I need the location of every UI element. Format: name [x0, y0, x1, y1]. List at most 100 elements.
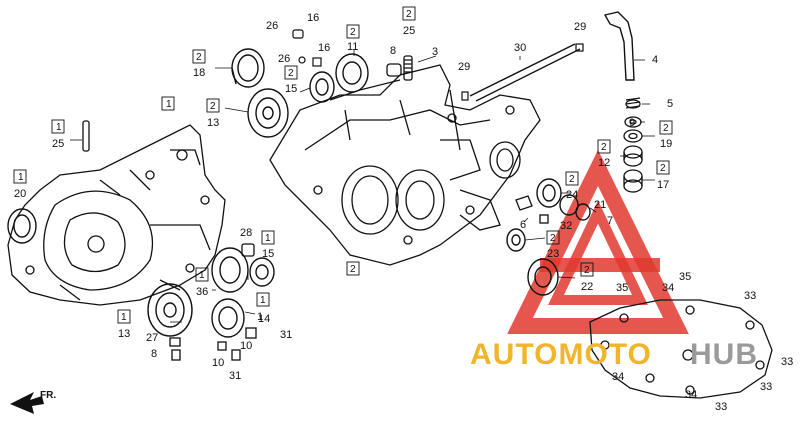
- label-29-left: 29: [458, 61, 470, 73]
- clutch-cover-gasket: [589, 299, 773, 399]
- spring-5: [625, 97, 641, 109]
- watermark-part2: HUB: [690, 338, 758, 371]
- bearing-15-upper: [309, 71, 335, 103]
- label-box-11: 2: [350, 27, 356, 38]
- dowel-8-upper: [386, 63, 402, 77]
- clip-29: [461, 43, 584, 101]
- label-12: 12: [598, 157, 610, 169]
- label-23: 23: [547, 248, 559, 260]
- label-box-1-lower: 1: [260, 295, 266, 306]
- label-26-upper: 26: [266, 20, 278, 32]
- label-36: 36: [196, 286, 208, 298]
- label-34-left: 34: [612, 371, 624, 383]
- bushing-12: [623, 145, 643, 167]
- label-box-20: 1: [18, 172, 24, 183]
- bearing-23: [506, 228, 526, 252]
- label-10-right: 10: [240, 340, 252, 352]
- bearing-15-lower: [249, 257, 275, 287]
- label-8-upper: 8: [390, 45, 396, 57]
- label-10-left: 10: [212, 357, 224, 369]
- label-5: 5: [667, 98, 673, 110]
- label-17: 17: [657, 179, 669, 191]
- label-box-36: 1: [199, 270, 205, 281]
- label-24: 24: [566, 189, 578, 201]
- label-box-13-upper: 2: [210, 101, 216, 112]
- label-box-23: 2: [550, 233, 556, 244]
- label-boxes: [13, 6, 673, 324]
- label-27: 27: [146, 332, 158, 344]
- watermark-logo: [507, 149, 689, 334]
- bolt-6-32: [515, 195, 549, 224]
- watermark-text: AUTOMOTO HUB: [470, 338, 758, 371]
- bearing-11: [335, 53, 369, 93]
- label-35-right: 35: [679, 271, 691, 283]
- label-7: 7: [607, 215, 613, 227]
- label-33-top: 33: [744, 290, 756, 302]
- label-6: 6: [520, 219, 526, 231]
- label-4: 4: [652, 54, 658, 66]
- oring-21: [559, 194, 591, 221]
- collar-28: [241, 243, 255, 257]
- right-crankcase-half: [269, 64, 541, 266]
- seal-20: [7, 208, 37, 244]
- label-33-right: 33: [781, 356, 793, 368]
- breather-pipe-4: [603, 11, 635, 81]
- bearing-18: [231, 48, 265, 88]
- label-box-22: 2: [584, 265, 590, 276]
- label-9: 9: [629, 117, 635, 129]
- part-labels: 2 25 26 16 26 16 2 11 8 3 30 29 29 4 5 2…: [14, 9, 793, 413]
- label-19: 19: [660, 138, 672, 150]
- label-31-right: 31: [280, 329, 292, 341]
- seal-19: [623, 129, 643, 143]
- label-30: 30: [514, 42, 526, 54]
- breather-tube-30: [469, 43, 581, 102]
- label-15-upper: 15: [285, 83, 297, 95]
- label-15-lower: 15: [262, 248, 274, 260]
- label-33-bottom: 33: [715, 401, 727, 413]
- label-33-right-lower: 33: [760, 381, 772, 393]
- label-1-lower: 1: [257, 311, 263, 323]
- bearing-17: [623, 169, 643, 193]
- label-box-18: 2: [196, 52, 202, 63]
- label-16-lower: 16: [318, 42, 330, 54]
- front-arrow-label: FR.: [40, 390, 56, 401]
- watermark-part1: AUTOMOTO: [470, 338, 652, 371]
- left-crankcase-half: [7, 124, 226, 306]
- small-bolt-16-26: [292, 29, 322, 67]
- label-box-19: 2: [663, 123, 669, 134]
- label-25-left: 25: [52, 138, 64, 150]
- label-8-lower: 8: [151, 348, 157, 360]
- label-22: 22: [581, 281, 593, 293]
- stud-3: [403, 55, 413, 81]
- label-box-15-lower: 1: [265, 233, 271, 244]
- label-31-lower: 31: [229, 370, 241, 382]
- label-34-top: 34: [662, 282, 674, 294]
- bearing-13-lower: [147, 283, 193, 337]
- label-box-12: 2: [601, 142, 607, 153]
- label-box-25-left: 1: [56, 122, 62, 133]
- label-32: 32: [560, 220, 572, 232]
- seal-24: [536, 178, 562, 208]
- label-34-bottom: 34: [685, 389, 697, 401]
- label-box-17: 2: [660, 163, 666, 174]
- label-29-right: 29: [574, 21, 586, 33]
- label-13-lower: 13: [118, 328, 130, 340]
- label-28: 28: [240, 227, 252, 239]
- label-box-1-upper: 1: [166, 99, 172, 110]
- label-box-24: 2: [569, 174, 575, 185]
- label-35-left: 35: [616, 282, 628, 294]
- label-16-upper: 16: [307, 12, 319, 24]
- bolt-8-27: [169, 337, 181, 361]
- label-18: 18: [193, 67, 205, 79]
- bearing-13-upper: [247, 88, 289, 138]
- label-26-lower: 26: [278, 53, 290, 65]
- label-21: 21: [594, 199, 606, 211]
- label-13-upper: 13: [207, 117, 219, 129]
- label-14-visible: 14: [258, 313, 270, 325]
- bearing-1-lower: [211, 298, 245, 338]
- leader-lines: [70, 50, 655, 323]
- front-arrow-icon: [10, 392, 44, 414]
- label-box-13-lower: 1: [121, 312, 127, 323]
